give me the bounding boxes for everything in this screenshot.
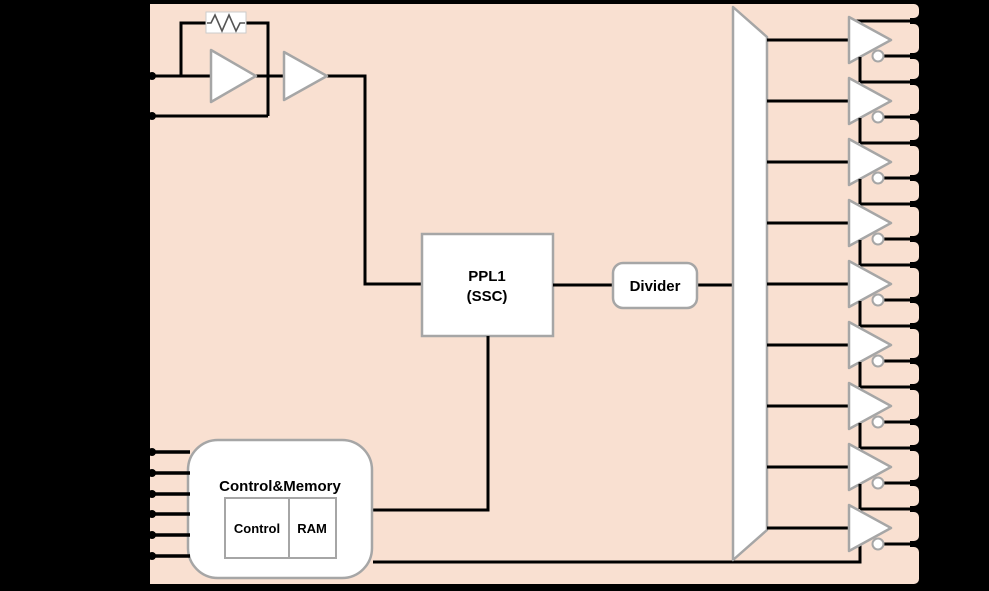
inverting-output-bubble-icon (871, 354, 885, 368)
osc-to-pll-wire (327, 74, 422, 286)
inverting-output-bubble-icon (871, 415, 885, 429)
chip-edge-tab (900, 242, 919, 262)
divider-label: Divider (630, 278, 681, 295)
feedback-wire-right (245, 21, 270, 116)
config-pin-dot (148, 531, 156, 539)
chip-edge-tab (900, 364, 919, 384)
output-buffer-icon (847, 259, 893, 309)
ram-label: RAM (297, 521, 327, 536)
control-to-output-wire (373, 544, 862, 564)
crystal-oscillator-section (152, 21, 422, 286)
config-pins (148, 448, 190, 560)
inverting-output-bubble-icon (871, 49, 885, 63)
chip-edge-tab (900, 303, 919, 323)
divider-block: Divider (611, 261, 699, 310)
config-pin-dot (148, 490, 156, 498)
buffer-amp-icon (282, 50, 329, 102)
chip-edge-tab (900, 207, 919, 236)
pll-block: PPL1 (SSC) (420, 232, 555, 338)
config-pin-dot (148, 552, 156, 560)
pll-to-control-wire (373, 336, 490, 512)
output-buffer-icon (847, 76, 893, 126)
chip-edge-tab (900, 390, 919, 419)
control-sub-block: Control (224, 497, 290, 559)
chip-edge-tab (900, 24, 919, 53)
chip-edge-tab (900, 85, 919, 114)
output-buffer-icon (847, 381, 893, 431)
output-buffers (767, 15, 919, 553)
config-pin-dot (148, 469, 156, 477)
chip-edge-tab (900, 120, 919, 140)
chip-edge-tab (900, 425, 919, 445)
crystal-amp-icon (209, 48, 258, 104)
output-buffer-icon (847, 15, 893, 65)
inverting-output-bubble-icon (871, 110, 885, 124)
xin-pin-dot (148, 72, 156, 80)
control-label: Control (234, 521, 280, 536)
inverting-output-bubble-icon (871, 293, 885, 307)
ram-sub-block: RAM (288, 497, 337, 559)
xout-pin-dot (148, 112, 156, 120)
chip-edge-tab (900, 451, 919, 480)
output-buffer-icon (847, 442, 893, 492)
output-buffer-icon (847, 503, 893, 553)
chip-edge-tab (900, 547, 919, 584)
chip-edge-tab (900, 329, 919, 358)
chip-edge-tab (900, 512, 919, 541)
chip-edge-tab (900, 268, 919, 297)
output-mux-trapezoid (731, 5, 769, 562)
pll-label-line2: (SSC) (467, 288, 508, 305)
inverting-output-bubble-icon (871, 171, 885, 185)
control-memory-title: Control&Memory (219, 478, 341, 495)
chip-edge-tab (900, 4, 919, 18)
output-buffer-icon (847, 137, 893, 187)
output-buffer-icon (847, 320, 893, 370)
config-pin-dot (148, 448, 156, 456)
chip-edge-tab (900, 146, 919, 175)
inverting-output-bubble-icon (871, 476, 885, 490)
output-buffer-icon (847, 198, 893, 248)
chip-edge-tab (900, 486, 919, 506)
inverting-output-bubble-icon (871, 232, 885, 246)
feedback-wire-left (179, 21, 207, 76)
control-memory-block: Control&Memory Control RAM (186, 438, 374, 580)
feedback-resistor-icon (205, 11, 247, 34)
inverting-output-bubble-icon (871, 537, 885, 551)
chip-edge-tab (900, 59, 919, 79)
config-pin-dot (148, 510, 156, 518)
chip-edge-pin-tabs (900, 4, 919, 584)
chip-edge-tab (900, 181, 919, 201)
pll-label-line1: PPL1 (468, 268, 506, 285)
